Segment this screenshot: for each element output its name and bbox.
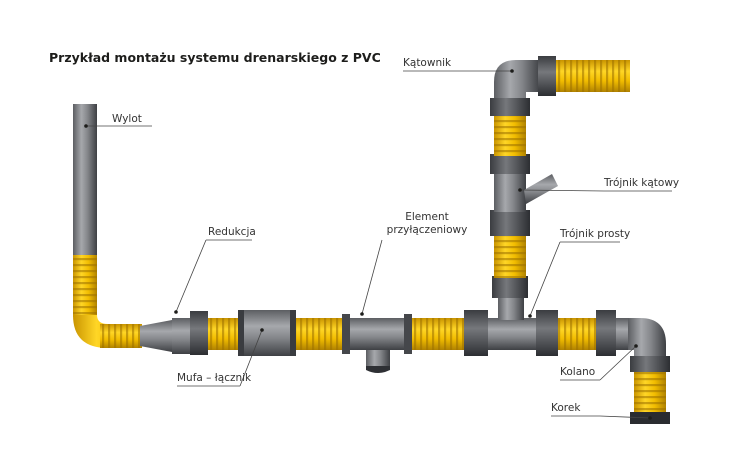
riser-corr-2-ribs xyxy=(494,114,526,156)
mufa-edge-l xyxy=(238,310,244,356)
label-wylot: Wylot xyxy=(112,113,142,125)
redukcja-part xyxy=(140,320,172,352)
corr-seg-3-ribs xyxy=(412,318,464,350)
trojnik-body xyxy=(488,318,536,350)
dot-mufa xyxy=(260,328,264,332)
leader-redukcja xyxy=(175,239,207,313)
leader-kolano xyxy=(599,345,637,381)
dot-katownik xyxy=(510,69,514,73)
top-corr-ribs xyxy=(556,60,630,92)
leader-mufa xyxy=(239,329,263,387)
katownik-socket-r xyxy=(538,56,556,96)
wylot-corrugated-ribs xyxy=(73,255,97,317)
element-outlet xyxy=(366,350,390,370)
element-edge-l xyxy=(342,314,350,354)
corr-seg-1-ribs xyxy=(208,318,238,350)
katownik-body xyxy=(494,60,540,98)
dot-element xyxy=(360,312,364,316)
label-element-przylaczeniowy: Element przyłączeniowy xyxy=(372,211,482,237)
trojnik-socket-r xyxy=(536,310,558,356)
leader-korek xyxy=(599,415,651,419)
trojnik-katowy-branch xyxy=(524,174,558,204)
kolano-socket-bottom xyxy=(630,356,670,372)
trojnik-branch-socket xyxy=(492,276,528,298)
katownik-socket-b xyxy=(490,98,530,116)
riser-corr-1-ribs xyxy=(494,234,526,278)
redukcja-socket xyxy=(190,311,208,355)
label-trojnik-katowy: Trójnik kątowy xyxy=(604,177,680,189)
label-trojnik-prosty: Trójnik prosty xyxy=(560,228,631,240)
dot-trojnik-katowy xyxy=(518,188,522,192)
label-katownik: Kątownik xyxy=(403,57,452,69)
mufa-edge-r xyxy=(290,310,296,356)
wylot-pipe xyxy=(73,104,97,258)
trojnik-socket-l xyxy=(464,310,488,356)
dot-wylot xyxy=(84,124,88,128)
kolano-lead xyxy=(616,318,630,350)
diagram-title: Przykład montażu systemu drenarskiego z … xyxy=(49,50,381,65)
leader-element xyxy=(361,239,383,315)
element-edge-r xyxy=(404,314,412,354)
element-outlet-end xyxy=(366,366,390,373)
corr-seg-2-ribs xyxy=(296,318,342,350)
label-kolano: Kolano xyxy=(560,366,596,378)
label-redukcja: Redukcja xyxy=(208,226,256,238)
label-korek: Korek xyxy=(551,402,581,414)
leader-trojnik-prosty xyxy=(529,241,561,317)
redukcja-collar xyxy=(172,318,190,354)
leader-trojnik-katowy xyxy=(519,189,605,192)
trojnik-katowy-socket-b xyxy=(490,210,530,236)
bottom-corrugated-left-ribs xyxy=(100,324,142,348)
element-body xyxy=(342,318,412,350)
label-element-line1: Element xyxy=(405,211,449,223)
kolano-socket xyxy=(596,310,616,356)
dot-redukcja xyxy=(174,310,178,314)
trojnik-katowy-socket-t xyxy=(490,154,530,174)
label-mufa-lacznik: Mufa – łącznik xyxy=(177,372,252,384)
corr-seg-4-ribs xyxy=(558,318,596,350)
label-element-line2: przyłączeniowy xyxy=(386,224,468,236)
trojnik-katowy-body xyxy=(494,172,526,212)
trojnik-branch xyxy=(498,296,524,320)
kolano-body xyxy=(628,318,666,356)
dot-korek xyxy=(648,416,652,420)
dot-trojnik-prosty xyxy=(528,314,532,318)
dot-kolano xyxy=(634,344,638,348)
mufa-body xyxy=(238,310,296,356)
corr-seg-down-ribs xyxy=(634,372,666,414)
